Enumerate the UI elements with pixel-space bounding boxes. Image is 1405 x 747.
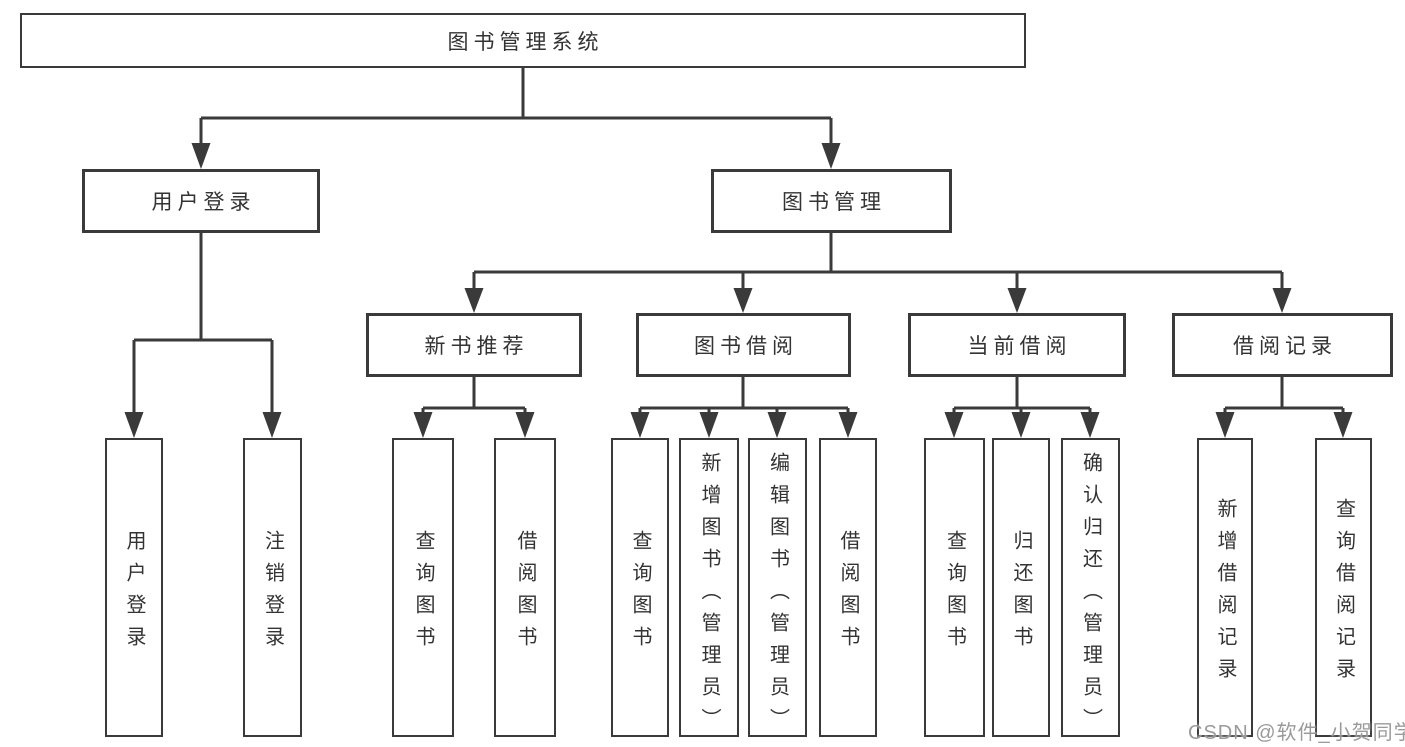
node-label: 查询图书 — [943, 529, 966, 658]
arrowhead-down-icon — [515, 412, 535, 438]
arrowhead-down-icon — [1333, 412, 1353, 438]
connector-book-management-to-level3 — [464, 233, 1292, 313]
arrowhead-down-icon — [1215, 412, 1235, 438]
leaf-add-borrow-record: 新增借阅记录 — [1197, 438, 1253, 737]
arrowhead-down-icon — [413, 412, 433, 438]
node-label: 当前借阅 — [967, 335, 1072, 358]
node-borrow-records: 借阅记录 — [1172, 313, 1393, 377]
node-root-system: 图书管理系统 — [20, 13, 1026, 68]
leaf-borrow-books-recommend: 借阅图书 — [494, 438, 556, 737]
connector-book-borrow-children — [630, 377, 858, 438]
node-label: 借阅图书 — [514, 529, 536, 658]
leaf-query-books-borrow: 查询图书 — [611, 438, 669, 737]
arrowhead-down-icon — [733, 288, 753, 313]
node-label: 注销登录 — [261, 529, 284, 658]
leaf-return-books: 归还图书 — [992, 438, 1050, 737]
connector-line — [421, 377, 527, 416]
arrowhead-down-icon — [1007, 288, 1027, 313]
node-label: 编辑图书（管理员） — [766, 452, 789, 740]
connector-line — [472, 233, 1284, 292]
connector-line — [199, 68, 833, 147]
node-label: 借阅记录 — [1233, 335, 1337, 358]
node-label: 新增图书（管理员） — [698, 452, 720, 740]
connector-borrow-records-children — [1215, 377, 1353, 438]
node-label: 新增借阅记录 — [1214, 497, 1236, 690]
node-label: 用户登录 — [151, 191, 256, 214]
node-user-login: 用户登录 — [82, 169, 320, 233]
connector-current-borrow-children — [944, 377, 1100, 438]
arrowhead-down-icon — [1080, 412, 1100, 438]
node-label: 借阅图书 — [837, 529, 859, 658]
node-label: 查询图书 — [629, 529, 651, 658]
arrowhead-down-icon — [191, 143, 211, 169]
node-label: 查询借阅记录 — [1332, 497, 1355, 690]
connector-root-to-level2 — [191, 68, 841, 169]
node-new-book-recommend: 新书推荐 — [366, 313, 582, 377]
connector-line — [952, 377, 1092, 416]
leaf-query-books-current: 查询图书 — [924, 438, 985, 737]
arrowhead-down-icon — [1272, 288, 1292, 313]
arrowhead-down-icon — [821, 143, 841, 169]
arrowhead-down-icon — [464, 288, 484, 313]
node-label: 图书借阅 — [694, 335, 798, 358]
connector-new-book-recommend-children — [413, 377, 535, 438]
leaf-query-borrow-record: 查询借阅记录 — [1315, 438, 1372, 737]
node-current-borrow: 当前借阅 — [908, 313, 1126, 377]
node-book-borrow: 图书借阅 — [636, 313, 851, 377]
node-label: 图书管理 — [782, 191, 886, 214]
leaf-user-login: 用户登录 — [105, 438, 163, 737]
arrowhead-down-icon — [124, 412, 144, 438]
leaf-add-book-admin: 新增图书（管理员） — [679, 438, 739, 740]
node-label: 新书推荐 — [424, 335, 529, 358]
arrowhead-down-icon — [699, 412, 719, 438]
arrowhead-down-icon — [262, 412, 282, 438]
node-label: 图书管理系统 — [447, 30, 604, 54]
node-label: 归还图书 — [1010, 529, 1032, 658]
node-book-management: 图书管理 — [711, 169, 952, 233]
arrowhead-down-icon — [767, 412, 787, 438]
connector-line — [638, 377, 850, 416]
arrowhead-down-icon — [838, 412, 858, 438]
leaf-query-books-recommend: 查询图书 — [392, 438, 454, 737]
arrowhead-down-icon — [944, 412, 964, 438]
node-label: 用户登录 — [123, 529, 145, 658]
connector-user-login-children — [124, 233, 282, 438]
leaf-logout-login: 注销登录 — [243, 438, 302, 737]
connector-line — [132, 233, 274, 416]
node-label: 确认归还（管理员） — [1079, 452, 1102, 740]
arrowhead-down-icon — [1011, 412, 1031, 438]
leaf-edit-book-admin: 编辑图书（管理员） — [748, 438, 807, 740]
connector-line — [1223, 377, 1345, 416]
csdn-watermark: CSDN @软件_小贺同学 — [1188, 722, 1405, 744]
node-label: 查询图书 — [412, 529, 434, 658]
leaf-confirm-return-admin: 确认归还（管理员） — [1061, 438, 1120, 740]
leaf-borrow-books: 借阅图书 — [819, 438, 877, 737]
arrowhead-down-icon — [630, 412, 650, 438]
